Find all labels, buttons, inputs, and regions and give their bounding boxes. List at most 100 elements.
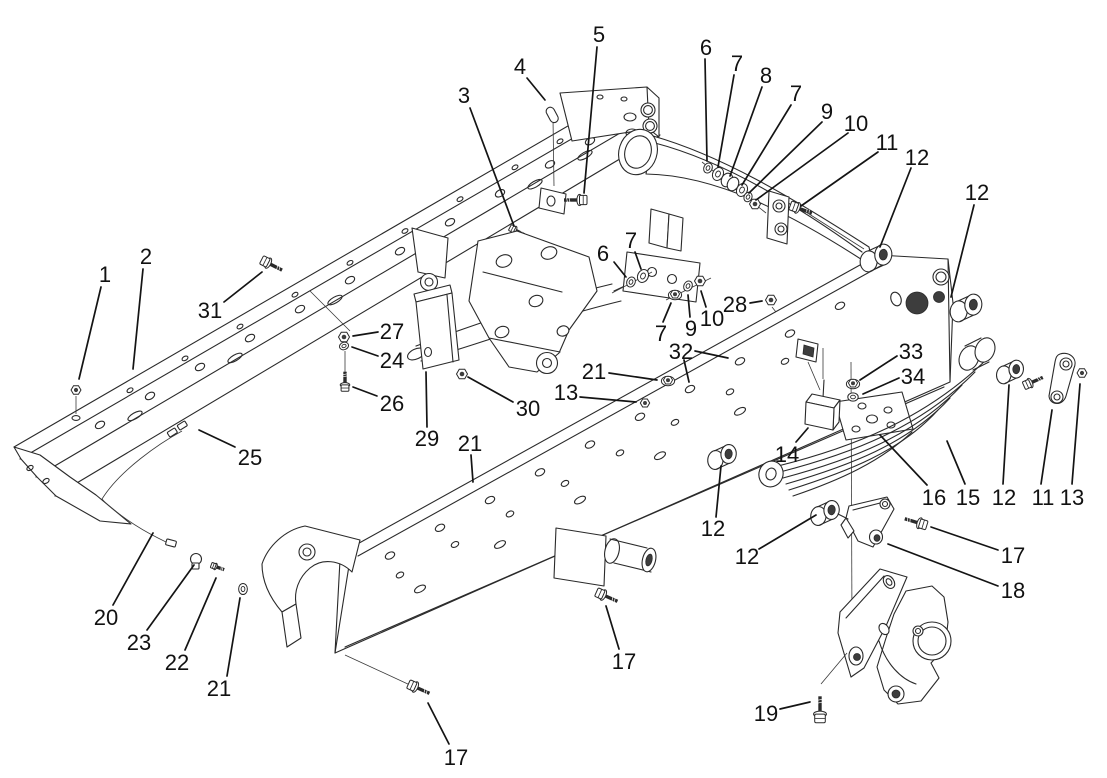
nut-10 bbox=[694, 275, 706, 287]
leader-line-34 bbox=[863, 378, 899, 394]
callout-8-20: 8 bbox=[760, 63, 772, 88]
callout-10-31: 10 bbox=[700, 306, 724, 331]
leader-line-18 bbox=[888, 544, 998, 586]
spacer-cylinder bbox=[602, 537, 658, 573]
leader-line-12 bbox=[759, 515, 816, 549]
callout-12-43: 12 bbox=[992, 485, 1016, 510]
callout-28-32: 28 bbox=[723, 292, 747, 317]
leader-line-10 bbox=[756, 133, 848, 200]
callout-31-2: 31 bbox=[198, 298, 222, 323]
shackle-18 bbox=[838, 497, 894, 547]
leader-line-17 bbox=[606, 606, 619, 649]
leader-line-11 bbox=[1041, 410, 1052, 484]
damper-14 bbox=[805, 380, 840, 430]
leader-line-7 bbox=[718, 75, 734, 167]
callout-9-30: 9 bbox=[685, 316, 697, 341]
leaf-spring-15 bbox=[755, 335, 998, 496]
leader-line-7 bbox=[742, 105, 791, 185]
washer-34 bbox=[847, 392, 859, 402]
fitting-25 bbox=[167, 428, 178, 437]
leader-line-12 bbox=[1003, 385, 1009, 484]
flange-nut-7 bbox=[667, 289, 683, 301]
leader-line-4 bbox=[527, 78, 545, 100]
leader-line-7 bbox=[635, 252, 641, 269]
callout-23-11: 23 bbox=[127, 630, 151, 655]
leader-line-14 bbox=[796, 428, 808, 442]
callout-17-46: 17 bbox=[1001, 543, 1025, 568]
callout-27-3: 27 bbox=[380, 319, 404, 344]
callout-16-41: 16 bbox=[922, 485, 946, 510]
callout-9-22: 9 bbox=[821, 99, 833, 124]
cotter-clip-4 bbox=[546, 107, 558, 122]
leader-line-21 bbox=[471, 455, 473, 482]
callout-12-26: 12 bbox=[965, 180, 989, 205]
callout-11-24: 11 bbox=[876, 130, 899, 155]
leader-line-6 bbox=[705, 59, 707, 161]
callout-21-34: 21 bbox=[582, 359, 606, 384]
leader-line-17 bbox=[931, 527, 998, 550]
leader-line-32 bbox=[684, 360, 689, 382]
callout-13-35: 13 bbox=[554, 380, 578, 405]
leader-line-5 bbox=[584, 47, 597, 193]
leaf-spring-assembly bbox=[755, 335, 998, 627]
callout-6-18: 6 bbox=[700, 35, 712, 60]
leader-line-21 bbox=[227, 598, 240, 676]
nut-30 bbox=[456, 368, 468, 380]
callout-1-0: 1 bbox=[99, 262, 111, 287]
nut-21 bbox=[660, 375, 676, 387]
callout-17-14: 17 bbox=[444, 745, 468, 770]
leader-line-3 bbox=[470, 108, 514, 226]
leader-line-11 bbox=[801, 152, 878, 206]
washer-21 bbox=[238, 583, 248, 595]
callout-30-6: 30 bbox=[516, 396, 540, 421]
callout-32-33: 32 bbox=[669, 339, 693, 364]
front-brackets bbox=[262, 526, 658, 647]
callout-3-15: 3 bbox=[458, 83, 470, 108]
leader-line-29 bbox=[426, 372, 427, 427]
nut-28 bbox=[765, 294, 777, 306]
nut-27 bbox=[338, 331, 350, 343]
leader-line-30 bbox=[468, 377, 513, 402]
l-bracket-and-hardware bbox=[70, 285, 490, 505]
link-11 bbox=[1049, 353, 1075, 403]
nut-33 bbox=[845, 378, 861, 390]
callout-7-19: 7 bbox=[731, 51, 743, 76]
leader-line-13 bbox=[1072, 384, 1080, 484]
callout-12-25: 12 bbox=[905, 145, 929, 170]
callout-10-23: 10 bbox=[844, 111, 868, 136]
leader-line-23 bbox=[147, 565, 194, 630]
control-rod-and-fittings bbox=[102, 421, 248, 595]
leader-line-9 bbox=[749, 122, 822, 193]
mount-bracket-and-fasteners bbox=[257, 107, 589, 277]
leader-line-12 bbox=[716, 466, 721, 517]
leader-line-31 bbox=[224, 272, 262, 302]
nut-10 bbox=[749, 198, 761, 210]
axle-pivot-bracket bbox=[469, 231, 597, 374]
callout-7-28: 7 bbox=[625, 228, 637, 253]
leader-line-12 bbox=[951, 205, 974, 297]
leader-line-16 bbox=[880, 435, 927, 485]
callout-20-10: 20 bbox=[94, 605, 118, 630]
leader-line-2 bbox=[133, 269, 143, 369]
leader-line-6 bbox=[614, 262, 626, 277]
callout-22-12: 22 bbox=[165, 650, 189, 675]
callout-18-47: 18 bbox=[1001, 578, 1025, 603]
upper-frame-rail bbox=[14, 87, 660, 524]
leader-line-21 bbox=[609, 373, 657, 380]
leader-line-9 bbox=[688, 295, 690, 317]
leader-line-24 bbox=[352, 347, 378, 356]
leader-line-7 bbox=[663, 303, 671, 322]
shackle-and-link bbox=[838, 353, 1088, 547]
callout-15-42: 15 bbox=[956, 485, 980, 510]
callout-12-39: 12 bbox=[701, 516, 725, 541]
callout-34-37: 34 bbox=[901, 364, 925, 389]
nut-13 bbox=[639, 398, 651, 408]
callout-25-9: 25 bbox=[238, 445, 262, 470]
callout-12-40: 12 bbox=[735, 544, 759, 569]
leader-line-20 bbox=[113, 533, 153, 605]
callout-5-17: 5 bbox=[593, 22, 605, 47]
callout-24-4: 24 bbox=[380, 348, 404, 373]
leader-line-10 bbox=[701, 291, 706, 307]
